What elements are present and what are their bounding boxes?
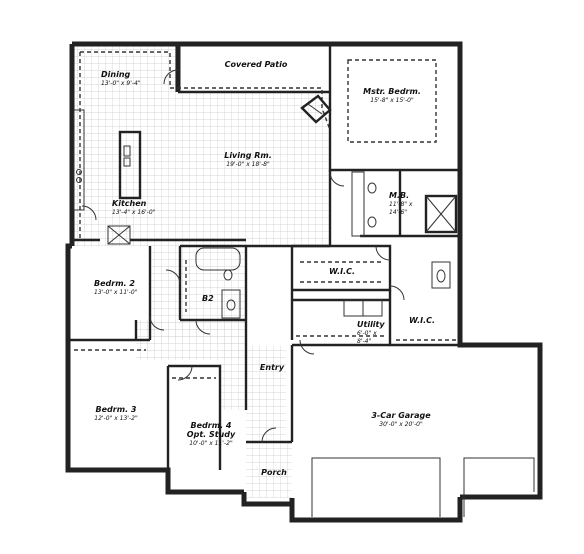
- tile-flooring: [72, 44, 330, 498]
- utility-name: Utility: [357, 320, 385, 329]
- bedroom-2-dims: 13'-0" x 11'-0": [94, 289, 138, 296]
- kitchen-name: Kitchen: [112, 199, 147, 208]
- master-bedroom-name: Mstr. Bedrm.: [363, 87, 421, 96]
- dining-dims: 13'-0" x 9'-4": [101, 80, 141, 87]
- bedroom-4-name: Bedrm. 4: [191, 421, 232, 430]
- bedroom-4-name-2: Opt. Study: [187, 430, 236, 439]
- master-bath-dims: 11'-8" x: [389, 201, 413, 208]
- dining-name: Dining: [101, 70, 131, 79]
- living-room-dims: 19'-0" x 18'-8": [226, 161, 270, 168]
- bedroom-2-name: Bedrm. 2: [94, 279, 135, 288]
- exterior-walls: [65, 41, 543, 523]
- garage-name: 3-Car Garage: [371, 411, 431, 420]
- fireplace: [300, 94, 332, 124]
- master-bath-dims-2: 14'-6": [389, 209, 407, 216]
- door-swings: [81, 69, 405, 443]
- utility-dims-2: 8'-4": [357, 338, 371, 345]
- entry-name: Entry: [260, 363, 285, 372]
- utility-dims: 6'-0" x: [357, 330, 377, 337]
- kitchen-island: [118, 130, 142, 200]
- bedroom-3-dims: 12'-0" x 13'-2": [94, 415, 138, 422]
- garage-doors: [311, 457, 535, 517]
- kitchen-dims: 13'-4" x 16'-0": [112, 209, 156, 216]
- bath-2-fixtures: [195, 247, 241, 319]
- wic-2-name: W.I.C.: [409, 316, 435, 325]
- utility-fixtures: [343, 299, 383, 317]
- ceiling-lines: [74, 51, 456, 379]
- master-bath-name: M.B.: [389, 191, 409, 200]
- bedroom-3-name: Bedrm. 3: [96, 405, 137, 414]
- garage-dims: 30'-0" x 20'-0": [379, 421, 423, 428]
- covered-patio-name: Covered Patio: [225, 60, 288, 69]
- bath-2-name: B2: [202, 294, 214, 303]
- bedroom-4-dims: 10'-0" x 11'-2": [189, 440, 233, 447]
- interior-walls: [68, 44, 460, 470]
- master-bedroom-dims: 15'-8" x 15'-0": [370, 97, 414, 104]
- kitchen-counter: [73, 109, 131, 245]
- master-bath-fixtures: [351, 171, 458, 289]
- wic-1-name: W.I.C.: [329, 267, 355, 276]
- porch-name: Porch: [261, 468, 287, 477]
- living-room-name: Living Rm.: [224, 151, 272, 160]
